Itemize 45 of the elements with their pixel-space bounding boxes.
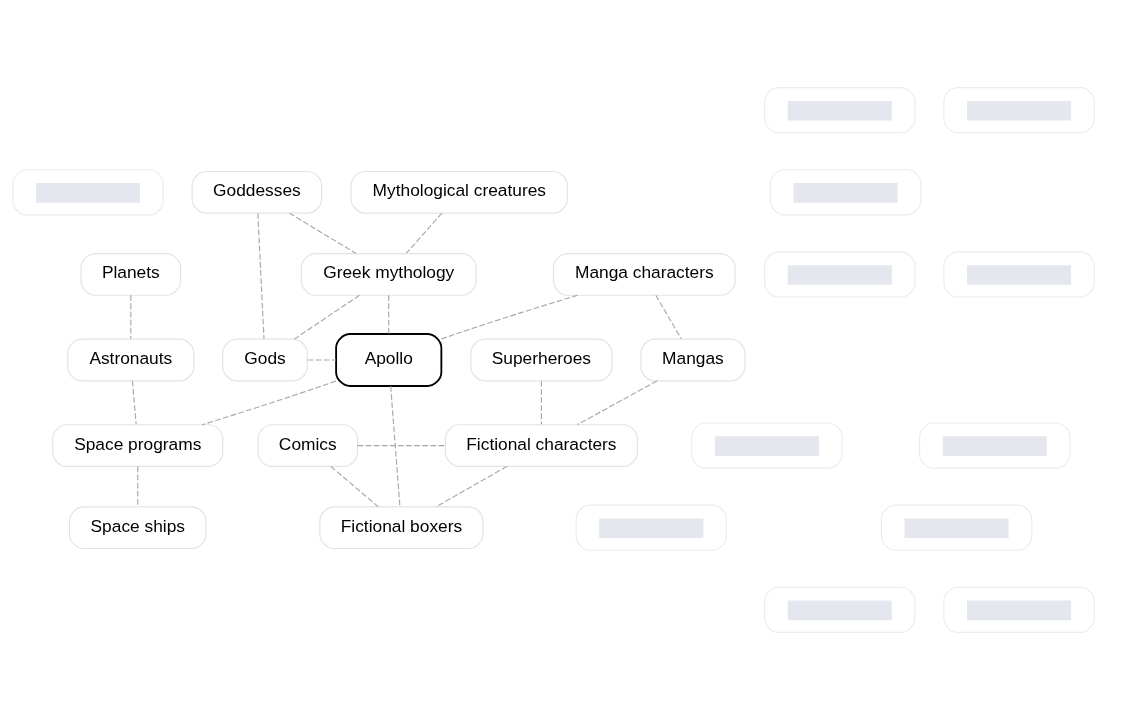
node-box: Apollo (335, 333, 443, 387)
connector (388, 294, 390, 335)
node-pill (919, 422, 1071, 469)
node-box: Fictional characters (444, 424, 638, 467)
connector (655, 294, 682, 340)
node-box: Goddesses (191, 170, 323, 214)
connector (540, 380, 542, 425)
connector (330, 465, 379, 508)
node-pill (769, 169, 922, 216)
node-box: Mangas (640, 338, 746, 382)
node-box: Superheroes (470, 338, 613, 382)
node-pill (943, 251, 1095, 298)
node-box: Comics (257, 424, 359, 467)
connector (356, 445, 446, 447)
node-box: Fictional boxers (319, 506, 484, 550)
node-box: Space programs (52, 424, 224, 467)
node-pill (943, 586, 1095, 633)
connector (131, 380, 137, 425)
connector (257, 212, 265, 340)
node-pill (943, 87, 1095, 134)
node-box: Mythological creatures (350, 170, 568, 214)
node-pill (764, 87, 916, 134)
node-pill (764, 586, 916, 633)
connector (130, 294, 132, 340)
connector (306, 359, 337, 361)
node-box: Planets (80, 253, 182, 296)
node-box: Astronauts (67, 338, 195, 382)
node-pill (12, 169, 164, 216)
connector (435, 465, 508, 508)
node-box: Manga characters (552, 253, 736, 296)
node-pill (691, 422, 843, 469)
node-pill (764, 251, 916, 298)
connector (201, 380, 337, 426)
connector (405, 212, 443, 254)
node-box: Greek mythology (300, 253, 477, 296)
connector (390, 385, 401, 507)
connector (577, 380, 658, 426)
connector (288, 212, 357, 255)
node-pill (575, 504, 728, 551)
connector (137, 465, 139, 508)
connector (440, 294, 579, 340)
node-box: Space ships (68, 506, 207, 550)
node-box: Gods (222, 338, 308, 382)
connector (293, 294, 360, 340)
node-pill (880, 504, 1033, 551)
